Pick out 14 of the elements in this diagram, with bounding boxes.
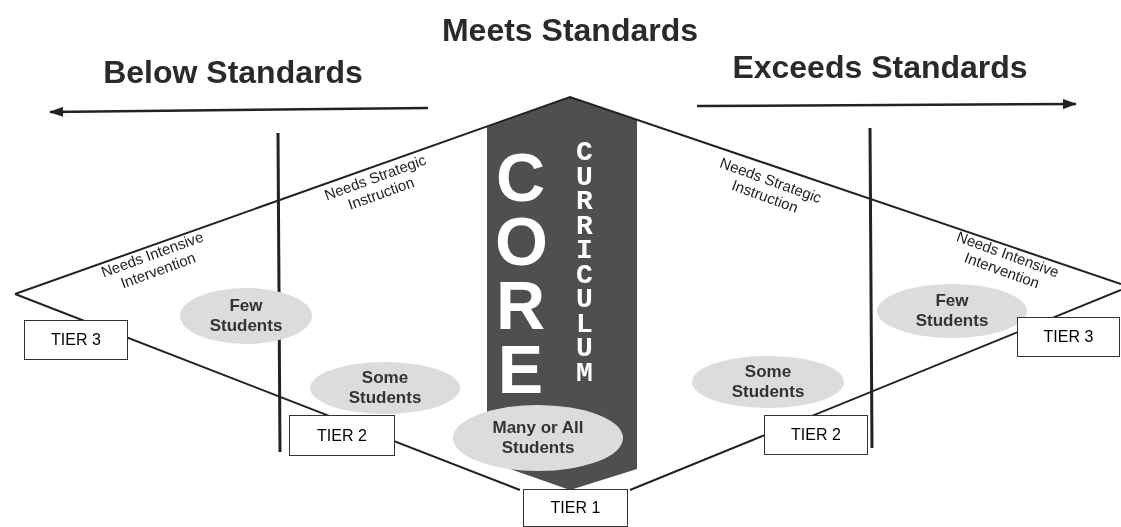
curriculum-vertical-text: CURRICULUM	[576, 141, 593, 386]
standards-heading: Below Standards	[103, 54, 363, 90]
tier-box: TIER 3	[1017, 317, 1120, 357]
standards-heading: Exceeds Standards	[732, 49, 1028, 85]
tier-box: TIER 2	[764, 415, 868, 455]
student-ellipse: Few Students	[877, 284, 1027, 338]
student-ellipse: Some Students	[310, 362, 460, 414]
standards-heading: Meets Standards	[441, 12, 699, 48]
tier-box: TIER 1	[523, 489, 628, 527]
student-ellipse: Some Students	[692, 356, 844, 408]
tier-box: TIER 2	[289, 415, 395, 456]
student-ellipse: Few Students	[180, 288, 312, 344]
tier-box: TIER 3	[24, 320, 128, 360]
core-vertical-text: CORE	[495, 145, 546, 401]
